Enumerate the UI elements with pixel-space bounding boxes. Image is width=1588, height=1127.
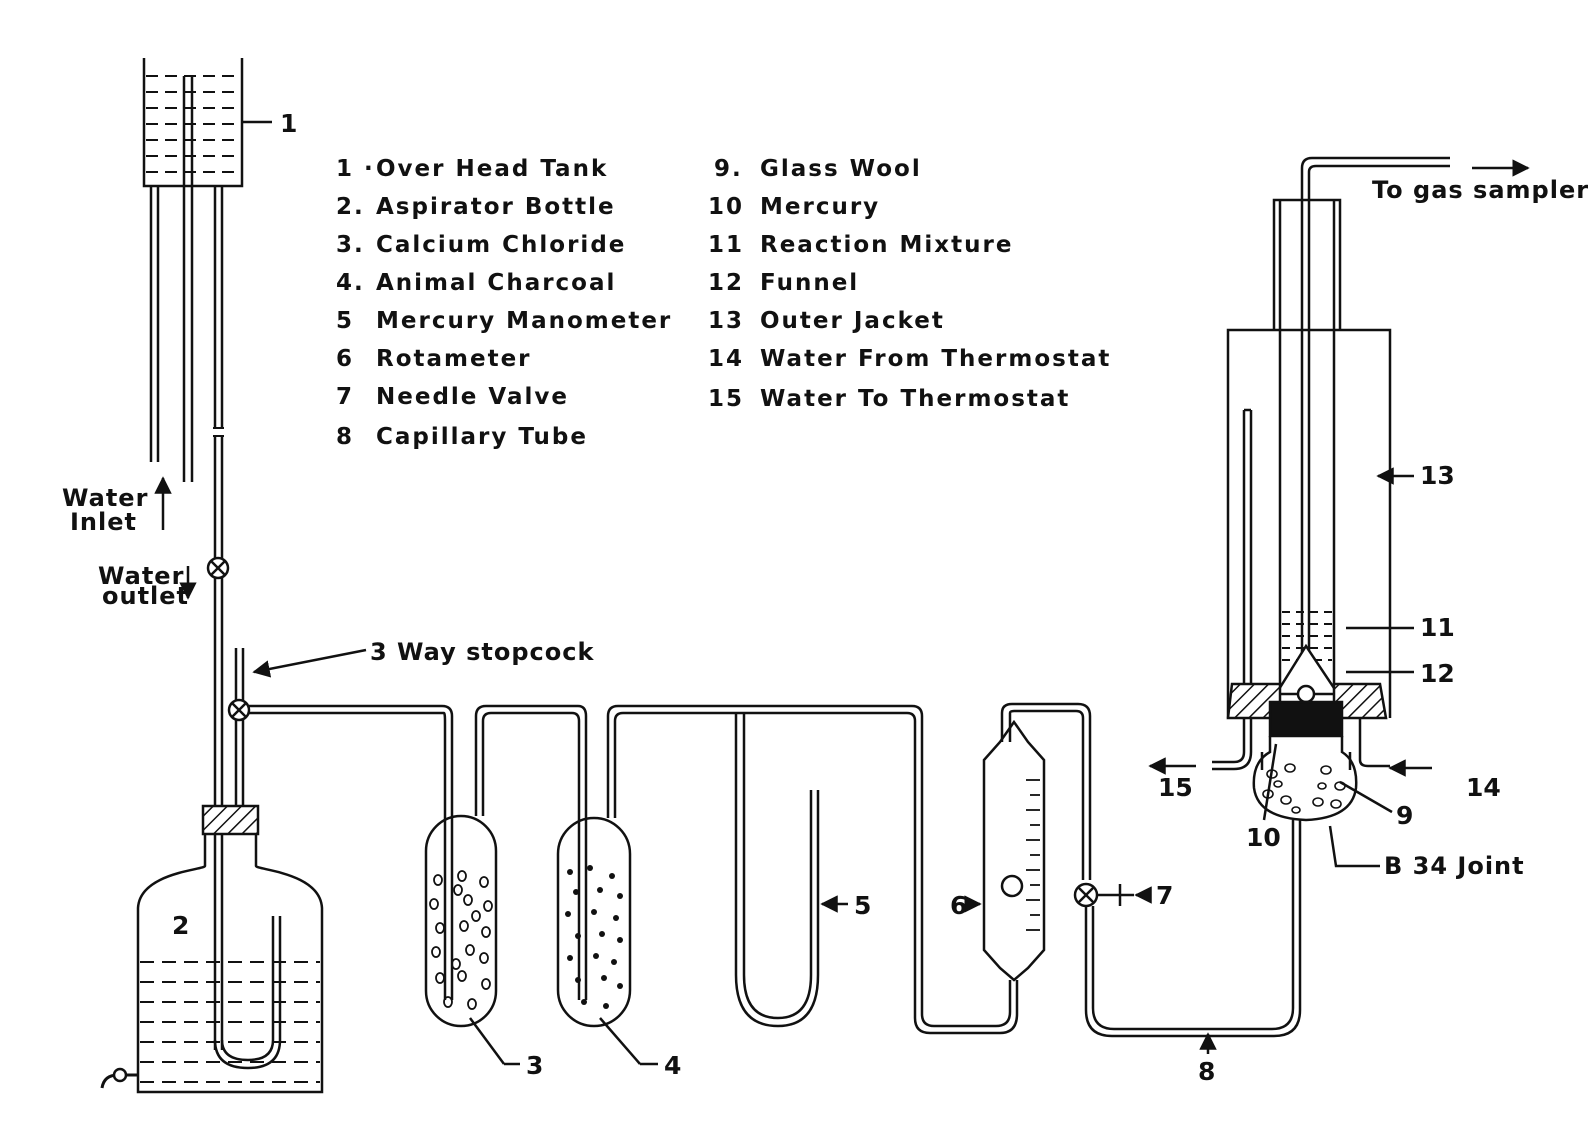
legend-num: 5 xyxy=(336,308,354,334)
callout-7: 7 xyxy=(1156,881,1173,910)
callout-13: 13 xyxy=(1420,461,1455,490)
callout-numbers: 1 2 3 4 5 6 7 8 9 10 11 12 13 14 15 xyxy=(172,109,1501,1086)
water-inlet-label: Inlet xyxy=(70,508,137,536)
callout-4: 4 xyxy=(664,1051,681,1080)
calcium-chloride-column xyxy=(424,704,588,1066)
legend-item-reaction-mixture: Reaction Mixture xyxy=(760,232,1013,258)
stopcock-label: 3 Way stopcock xyxy=(370,638,594,666)
callout-1: 1 xyxy=(280,109,297,138)
legend-left: 1 · Over Head Tank 2. Aspirator Bottle 3… xyxy=(336,156,672,450)
reaction-vessel xyxy=(1226,156,1530,868)
callout-12: 12 xyxy=(1420,659,1455,688)
callout-5: 5 xyxy=(854,891,871,920)
legend-num: 6 xyxy=(336,346,354,372)
legend-item-water-from-thermostat: Water From Thermostat xyxy=(760,346,1111,372)
callout-6: 6 xyxy=(950,891,967,920)
legend-num: 14 xyxy=(708,346,744,372)
callout-11: 11 xyxy=(1420,613,1455,642)
callout-9: 9 xyxy=(1396,801,1413,830)
overhead-tank xyxy=(142,58,272,1050)
legend-num: 12 xyxy=(708,270,744,296)
b34-joint-label: B 34 Joint xyxy=(1384,852,1525,880)
callout-3: 3 xyxy=(526,1051,543,1080)
legend-num: 15 xyxy=(708,386,744,412)
legend-item-mercury: Mercury xyxy=(760,194,880,220)
callout-10: 10 xyxy=(1246,823,1281,852)
callout-8: 8 xyxy=(1198,1057,1215,1086)
legend-num: 7 xyxy=(336,384,354,410)
legend-item-rotameter: Rotameter xyxy=(376,346,532,372)
legend-num: 1 · xyxy=(336,156,375,182)
legend-item-water-to-thermostat: Water To Thermostat xyxy=(760,386,1070,412)
aspirator-bottle xyxy=(100,648,324,1094)
legend-item-glass-wool: Glass Wool xyxy=(760,156,922,182)
legend-item-overhead-tank: Over Head Tank xyxy=(376,156,608,182)
tube-stopcock-icon xyxy=(206,556,230,580)
legend-right: 9. Glass Wool 10 Mercury 11 Reaction Mix… xyxy=(708,156,1111,412)
capillary-tube xyxy=(1084,820,1302,1054)
water-inlet-label: Water xyxy=(62,484,148,512)
legend-num: 2. xyxy=(336,194,365,220)
rotameter xyxy=(964,702,1092,982)
legend-num: 3. xyxy=(336,232,365,258)
legend-num: 8 xyxy=(336,424,354,450)
callout-14: 14 xyxy=(1466,773,1501,802)
legend-num: 10 xyxy=(708,194,744,220)
legend-item-animal-charcoal: Animal Charcoal xyxy=(376,270,616,296)
legend-item-aspirator-bottle: Aspirator Bottle xyxy=(376,194,616,220)
legend-num: 13 xyxy=(708,308,744,334)
legend-item-mercury-manometer: Mercury Manometer xyxy=(376,308,672,334)
legend-item-needle-valve: Needle Valve xyxy=(376,384,569,410)
legend-item-funnel: Funnel xyxy=(760,270,859,296)
three-way-stopcock-icon xyxy=(227,698,251,722)
animal-charcoal-column xyxy=(556,704,1019,1066)
legend-item-calcium-chloride: Calcium Chloride xyxy=(376,232,626,258)
water-outlet-label: Water xyxy=(98,562,184,590)
legend-num: 9. xyxy=(714,156,743,182)
gas-sampler-label: To gas sampler xyxy=(1372,176,1588,204)
mercury-manometer xyxy=(734,713,848,1028)
legend-num: 11 xyxy=(708,232,744,258)
legend-item-capillary-tube: Capillary Tube xyxy=(376,424,588,450)
legend-item-outer-jacket: Outer Jacket xyxy=(760,308,945,334)
legend-num: 4. xyxy=(336,270,365,296)
callout-2: 2 xyxy=(172,911,189,940)
side-labels: Water Inlet Water outlet 3 Way stopcock … xyxy=(62,176,1588,880)
needle-valve-icon xyxy=(1073,882,1152,908)
water-outlet-label: outlet xyxy=(102,582,189,610)
callout-15: 15 xyxy=(1158,773,1193,802)
